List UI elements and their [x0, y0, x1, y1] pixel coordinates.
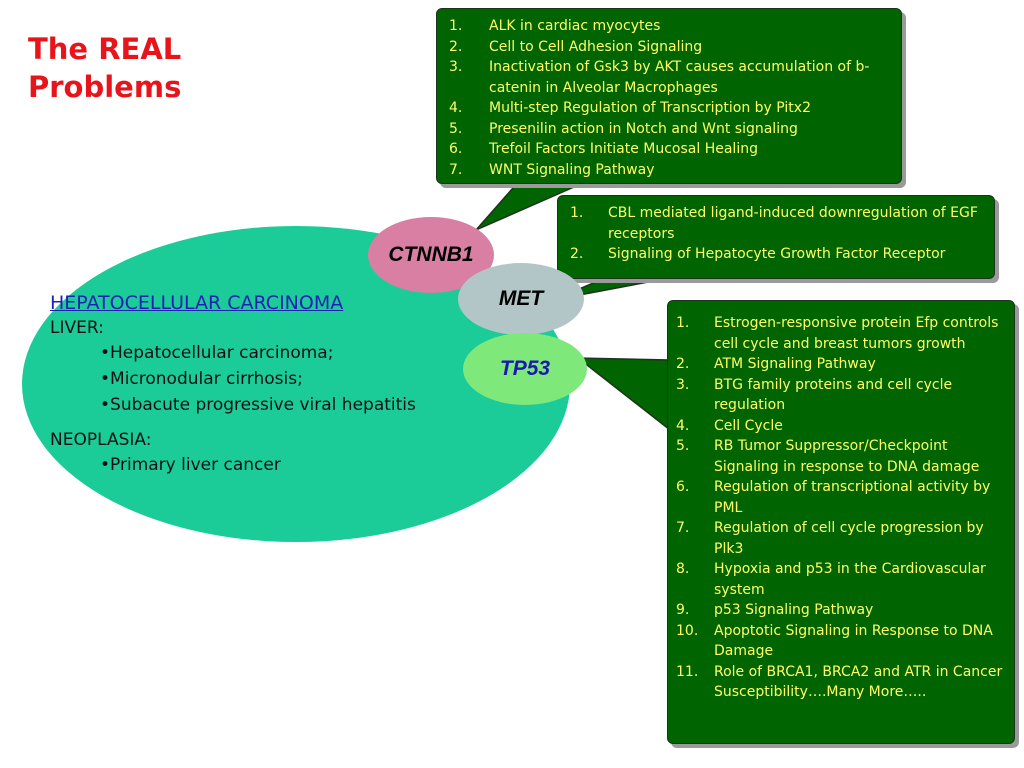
list-item: •Subacute progressive viral hepatitis	[100, 395, 416, 415]
list-item: 7.Regulation of cell cycle progression b…	[676, 520, 984, 557]
list-item: 5.Presenilin action in Notch and Wnt sig…	[449, 120, 798, 137]
gene-label-met: MET	[498, 287, 544, 310]
ctnnb1-callout: 1.ALK in cardiac myocytes 2.Cell to Cell…	[436, 8, 902, 184]
list-item: 4.Cell Cycle	[676, 417, 783, 434]
list-item: 6.Regulation of transcriptional activity…	[676, 479, 991, 516]
title-line-2: Problems	[28, 70, 182, 104]
met-callout: 1.CBL mediated ligand-induced downregula…	[557, 195, 995, 279]
list-item: 5.RB Tumor Suppressor/Checkpoint Signali…	[676, 438, 980, 475]
list-item: •Hepatocellular carcinoma;	[100, 343, 334, 363]
list-item: 3.Inactivation of Gsk3 by AKT causes acc…	[449, 59, 870, 96]
section-label-neoplasia: NEOPLASIA:	[50, 430, 152, 450]
tp53-callout-pointer	[575, 357, 671, 432]
list-item: 2.Cell to Cell Adhesion Signaling	[449, 38, 703, 55]
list-item: 7.WNT Signaling Pathway	[449, 161, 655, 178]
list-item: 1.CBL mediated ligand-induced downregula…	[570, 205, 978, 242]
tp53-pathway-list: 1.Estrogen-responsive protein Efp contro…	[676, 313, 1006, 703]
title-line-1: The REAL	[28, 32, 182, 66]
gene-label-tp53: TP53	[499, 357, 551, 380]
met-pathway-list: 1.CBL mediated ligand-induced downregula…	[570, 203, 984, 265]
list-item: 2.ATM Signaling Pathway	[676, 356, 876, 372]
gene-label-ctnnb1: CTNNB1	[388, 243, 474, 266]
slide-title: The REAL Problems	[28, 30, 181, 106]
gene-node-tp53: TP53	[463, 333, 587, 405]
section-label-liver: LIVER:	[50, 318, 104, 338]
list-item: 8.Hypoxia and p53 in the Cardiovascular …	[676, 561, 986, 598]
list-item: •Primary liver cancer	[100, 455, 281, 475]
list-item: 9.p53 Signaling Pathway	[676, 602, 874, 618]
list-item: 2.Signaling of Hepatocyte Growth Factor …	[570, 246, 946, 262]
disease-description: HEPATOCELLULAR CARCINOMA LIVER: •Hepatoc…	[50, 290, 480, 478]
list-item: 11.Role of BRCA1, BRCA2 and ATR in Cance…	[676, 663, 1003, 701]
tp53-callout: 1.Estrogen-responsive protein Efp contro…	[667, 300, 1015, 744]
list-item: 1.Estrogen-responsive protein Efp contro…	[676, 315, 999, 352]
list-item: 10.Apoptotic Signaling in Response to DN…	[676, 622, 993, 660]
list-item: 3.BTG family proteins and cell cycle reg…	[676, 376, 953, 414]
list-item: 1.ALK in cardiac myocytes	[449, 18, 661, 34]
disease-heading[interactable]: HEPATOCELLULAR CARCINOMA	[50, 292, 344, 314]
gene-node-met: MET	[458, 263, 584, 335]
ctnnb1-pathway-list: 1.ALK in cardiac myocytes 2.Cell to Cell…	[449, 16, 891, 180]
neoplasia-items: •Primary liver cancer	[100, 452, 480, 478]
list-item: 6.Trefoil Factors Initiate Mucosal Heali…	[449, 141, 758, 157]
list-item: •Micronodular cirrhosis;	[100, 369, 303, 389]
liver-items: •Hepatocellular carcinoma; •Micronodular…	[100, 340, 480, 418]
list-item: 4.Multi-step Regulation of Transcription…	[449, 100, 811, 116]
